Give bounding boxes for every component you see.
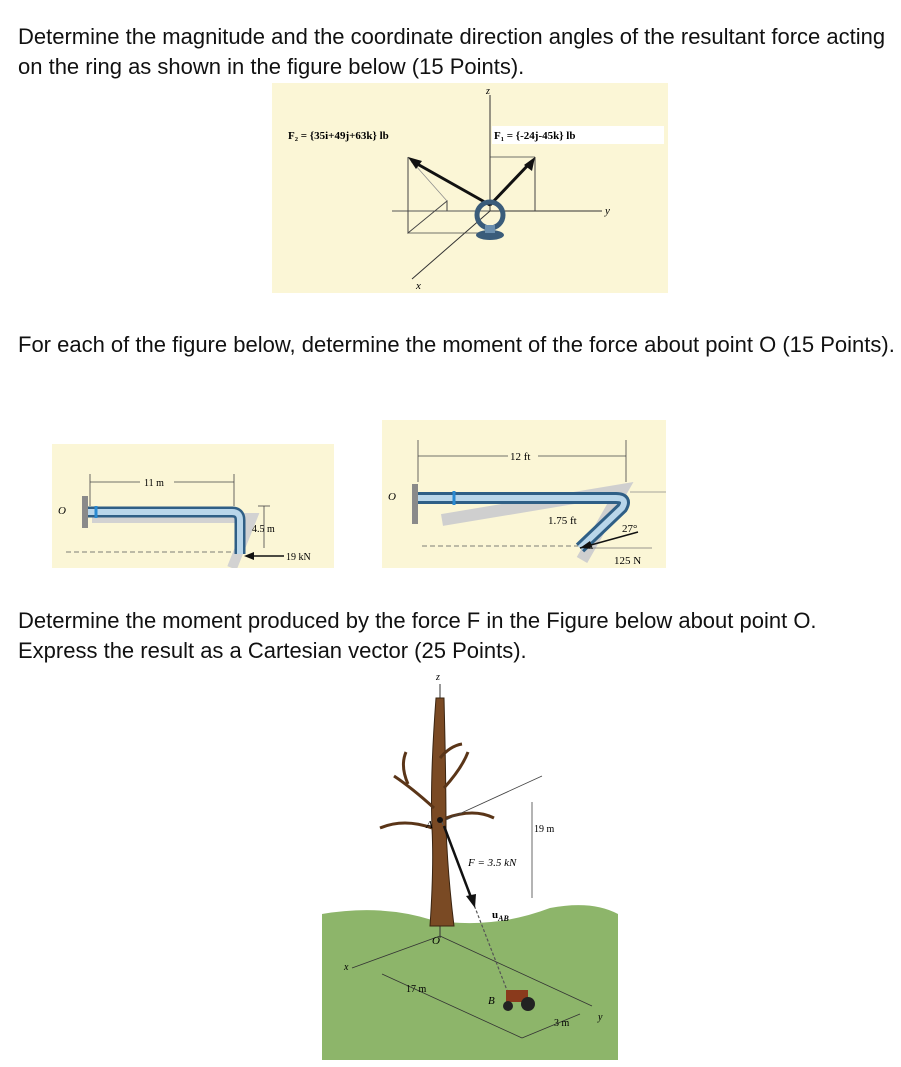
point-b-label: B [488, 995, 495, 1007]
unit-vector-subscript: AB [497, 914, 509, 923]
force-f1-label: F₁ = {-24j-45k} lb [494, 130, 576, 142]
question-2-text: For each of the figure below, determine … [18, 332, 895, 357]
point-o-label: O [58, 505, 66, 517]
question-3-text: Determine the moment produced by the for… [18, 608, 817, 663]
length-label: 12 ft [510, 451, 530, 463]
point-o-label: O [432, 935, 440, 947]
height-label: 19 m [534, 824, 555, 835]
angle-label: 27° [622, 523, 637, 535]
y-distance-label: 3 m [554, 1018, 570, 1029]
force-label: 125 N [614, 555, 641, 567]
x-axis-label: x [415, 280, 421, 292]
z-axis-label: z [435, 672, 440, 683]
point-a-label: A [425, 819, 433, 831]
unit-vector-symbol: u [492, 909, 498, 921]
z-axis-label: z [485, 86, 490, 97]
point-o-label: O [388, 491, 396, 503]
length-label: 11 m [144, 478, 164, 489]
height-label: 4.5 m [252, 524, 275, 535]
y-axis-label: y [604, 205, 610, 217]
question-1-text: Determine the magnitude and the coordina… [18, 24, 886, 79]
tree-force-figure: z x y 19 m A O F = 3.5 k [322, 668, 618, 1060]
tractor-icon [503, 990, 535, 1011]
force-label: F = 3.5 kN [467, 857, 517, 869]
force-f2-label: F₂ = {35i+49j+63k} lb [288, 130, 389, 142]
x-distance-label: 17 m [406, 984, 427, 995]
offset-label: 1.75 ft [548, 515, 577, 527]
force-label: 19 kN [286, 552, 311, 563]
x-axis-label: x [343, 962, 349, 973]
unit-vector-label: uAB [492, 909, 509, 923]
pipe-moment-figure-b: 12 ft O 1.75 ft 27° 125 N [382, 420, 666, 568]
y-axis-label: y [597, 1012, 603, 1023]
pipe-moment-figure-a: 11 m O 4.5 m 19 kN [52, 444, 334, 568]
ring-force-figure: z y x F₂ = {35i+49j+63k} lb F₁ = {-24j-4… [272, 83, 668, 293]
